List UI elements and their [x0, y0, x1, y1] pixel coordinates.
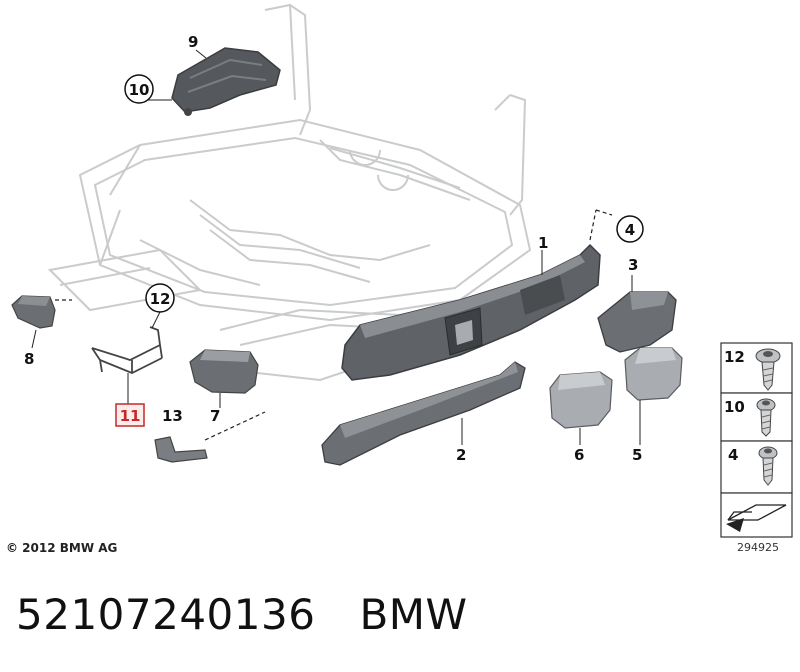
callout-7: 7	[210, 407, 220, 425]
callout-4-ring	[616, 215, 644, 243]
part-5-cap	[624, 347, 683, 445]
part-2-lower-rail	[321, 361, 526, 466]
part-9-cover	[171, 47, 281, 116]
callout-12: 12	[150, 290, 171, 308]
callout-9: 9	[188, 33, 198, 51]
callout-10-ring	[124, 74, 154, 104]
fastener-legend: 12 10 4	[720, 342, 793, 538]
diagram-number: 294925	[737, 541, 779, 554]
callout-1: 1	[538, 234, 548, 252]
callout-8: 8	[24, 350, 34, 368]
part-6-cap	[549, 371, 613, 445]
callout-11-box	[115, 403, 145, 427]
legend-label-4: 4	[728, 446, 738, 464]
callout-5: 5	[632, 446, 642, 464]
callout-12-ring	[145, 283, 175, 313]
direction-arrow-icon	[726, 504, 787, 532]
seat-frame	[47, 3, 532, 382]
brand-name: BMW	[359, 590, 468, 639]
part-13-clip	[154, 411, 266, 463]
callout-6: 6	[574, 446, 584, 464]
part-3-cover	[597, 275, 677, 353]
screw-4-icon	[758, 446, 778, 486]
screw-12-icon	[755, 348, 781, 391]
callout-13: 13	[162, 407, 183, 425]
callout-3: 3	[628, 256, 638, 274]
part-11-bracket	[91, 326, 163, 405]
legend-label-10: 10	[724, 398, 745, 416]
callout-4: 4	[625, 221, 635, 239]
callout-2: 2	[456, 446, 466, 464]
legend-label-12: 12	[724, 348, 745, 366]
part-8-end-cap	[11, 295, 72, 329]
part-7-cover	[189, 349, 259, 408]
footer-caption: 52107240136 BMW	[16, 590, 468, 639]
callout-10: 10	[129, 81, 150, 99]
screw-10-icon	[756, 398, 776, 437]
callout-11: 11	[120, 407, 141, 425]
part-number: 52107240136	[16, 590, 316, 639]
copyright-text: © 2012 BMW AG	[6, 541, 118, 555]
part-1-side-panel	[341, 209, 613, 381]
